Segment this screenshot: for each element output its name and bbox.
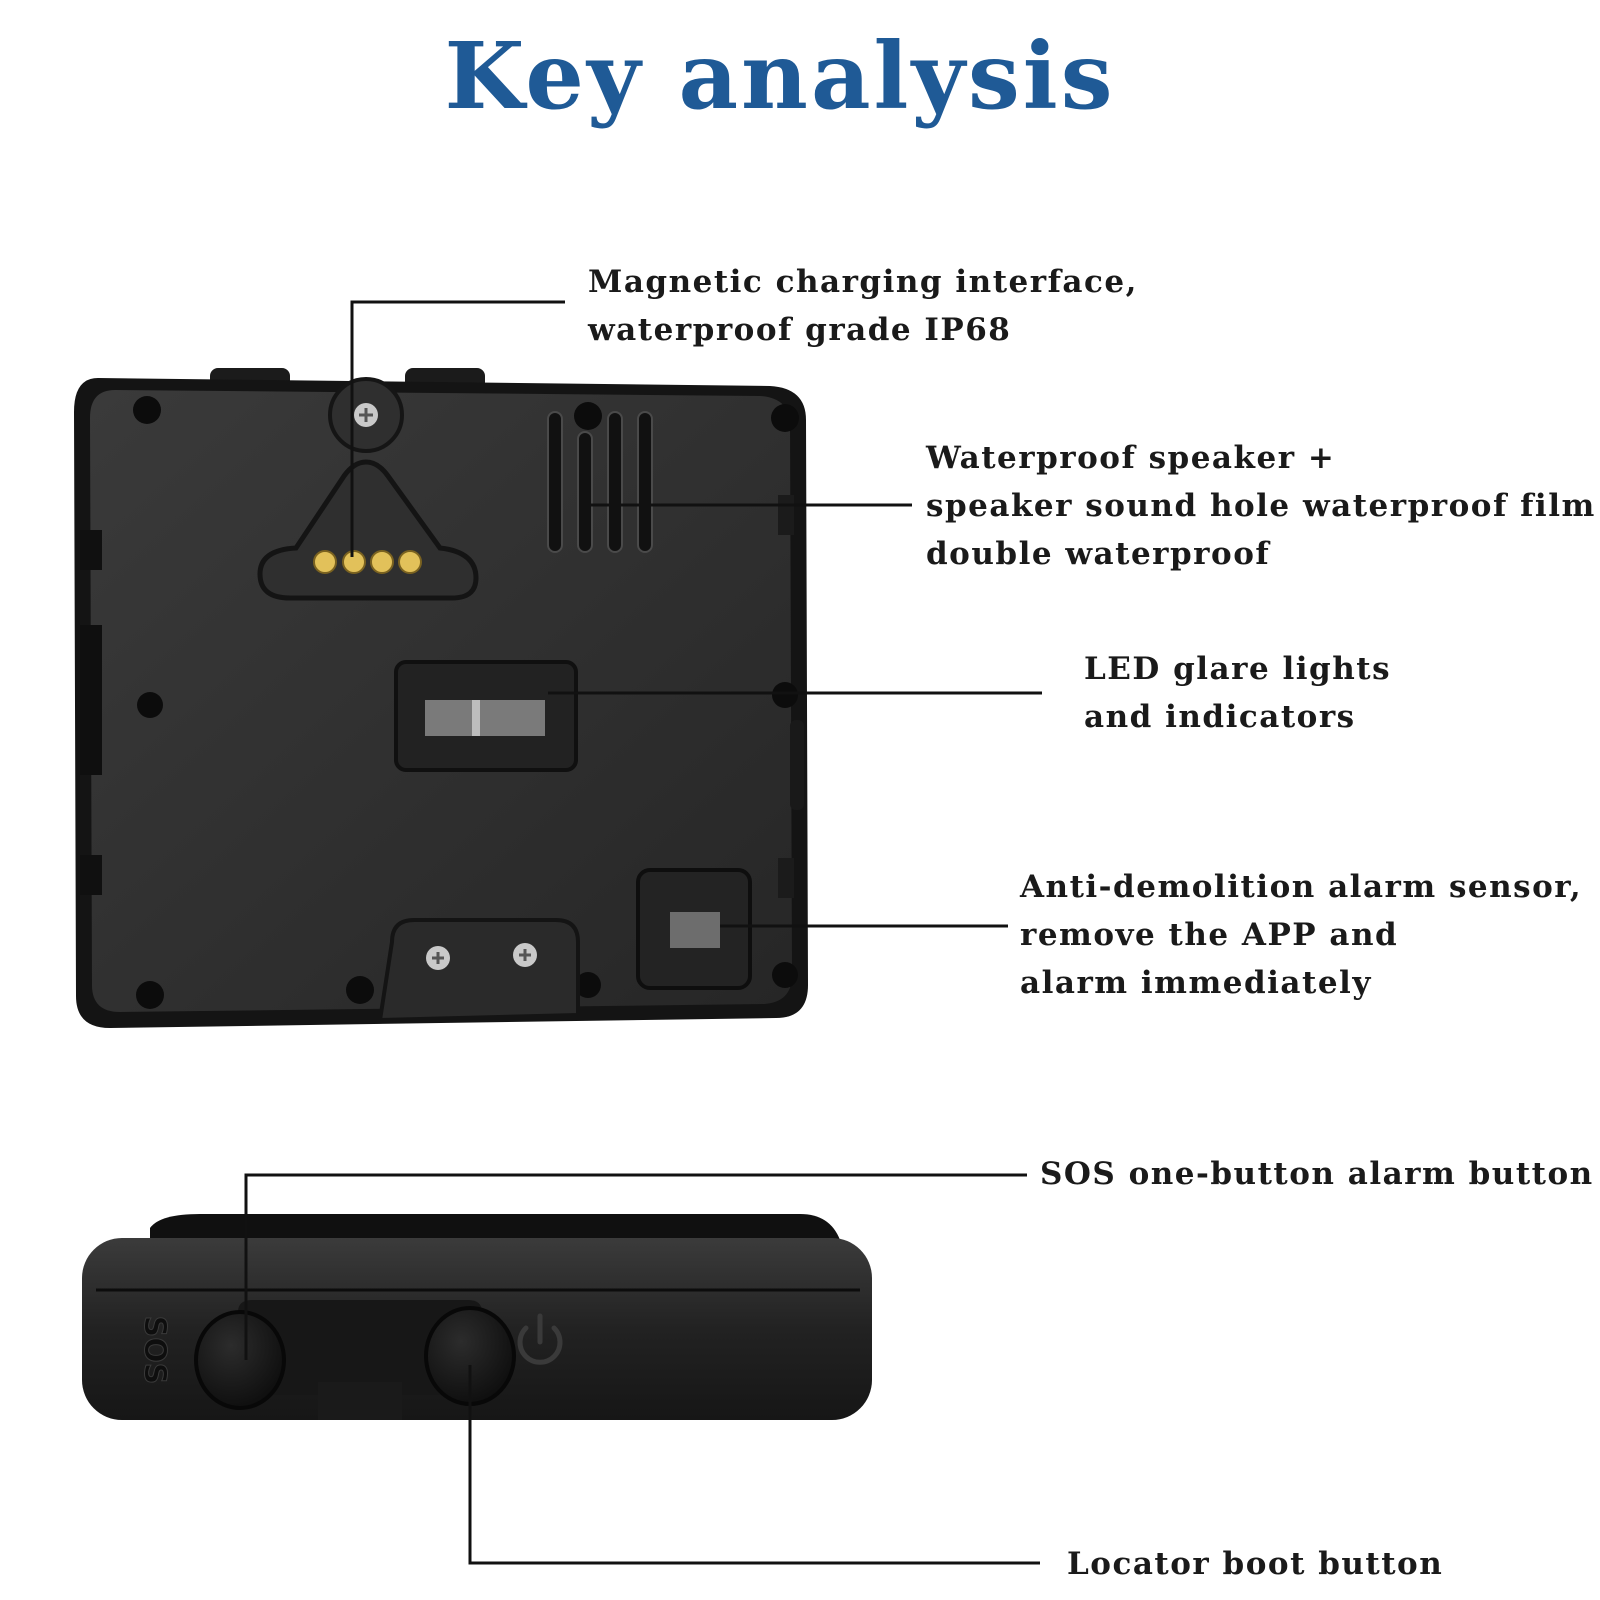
label-waterproof-speaker: Waterproof speaker + speaker sound hole …: [926, 434, 1596, 578]
sos-marking: SOS: [137, 1316, 172, 1385]
screw-hole: [133, 396, 161, 424]
power-icon: [517, 1313, 563, 1365]
label-line: remove the APP and: [1020, 917, 1399, 953]
screw-hole: [574, 402, 602, 430]
label-line: speaker sound hole waterproof film: [926, 488, 1596, 524]
screw-hole: [772, 962, 798, 988]
label-sos-button: SOS one-button alarm button: [1040, 1150, 1594, 1198]
right-rail: [790, 720, 804, 810]
screw-hole: [136, 981, 164, 1009]
speaker-slot: [577, 431, 593, 553]
screw-hole: [346, 976, 374, 1004]
screw-hole: [137, 692, 163, 718]
label-boot-button: Locator boot button: [1067, 1540, 1443, 1588]
screw-hole: [772, 682, 798, 708]
label-line: LED glare lights: [1084, 651, 1392, 687]
label-magnetic-charging: Magnetic charging interface, waterproof …: [588, 258, 1138, 354]
right-notch-lower: [778, 858, 794, 898]
label-line: waterproof grade IP68: [588, 312, 1012, 348]
screw-hole: [575, 972, 601, 998]
label-line: Magnetic charging interface,: [588, 264, 1138, 300]
leader-boot: [468, 1365, 1040, 1565]
screw-slot: [359, 408, 373, 422]
speaker-slot: [607, 411, 623, 553]
charging-contact: [398, 550, 422, 574]
bottom-tab: [318, 1382, 402, 1420]
label-led-lights: LED glare lights and indicators: [1084, 645, 1391, 741]
device-back-view: [74, 368, 808, 1028]
label-anti-demolition-sensor: Anti-demolition alarm sensor, remove the…: [1020, 863, 1582, 1007]
speaker-slot: [547, 411, 563, 553]
button-channel: [238, 1300, 482, 1395]
charging-contact: [342, 550, 366, 574]
label-line: SOS one-button alarm button: [1040, 1156, 1594, 1192]
speaker-slot: [637, 411, 653, 553]
charging-contact: [313, 550, 337, 574]
left-clip-lower: [80, 855, 102, 895]
sensor-indicator: [670, 912, 720, 948]
label-line: alarm immediately: [1020, 965, 1372, 1001]
label-line: Waterproof speaker +: [926, 440, 1336, 476]
charging-contact: [370, 550, 394, 574]
led-indicator-divider: [472, 700, 480, 736]
label-line: Locator boot button: [1067, 1546, 1444, 1582]
led-indicator: [425, 700, 545, 736]
device-side-view: SOS: [82, 1214, 872, 1420]
right-notch: [778, 495, 794, 535]
leader-magnetic: [350, 300, 565, 557]
screw-hole: [771, 404, 799, 432]
left-clip: [80, 530, 102, 570]
leader-lines: [244, 300, 1042, 1565]
label-line: and indicators: [1084, 699, 1356, 735]
bottom-bracket: [377, 918, 580, 1023]
left-rail: [80, 625, 102, 775]
label-line: Anti-demolition alarm sensor,: [1020, 869, 1583, 905]
side-top-rim: [150, 1214, 840, 1240]
page-title: Key analysis: [444, 22, 1116, 130]
leader-sos: [244, 1173, 1027, 1360]
sos-button: [194, 1310, 286, 1410]
label-line: double waterproof: [926, 536, 1271, 572]
